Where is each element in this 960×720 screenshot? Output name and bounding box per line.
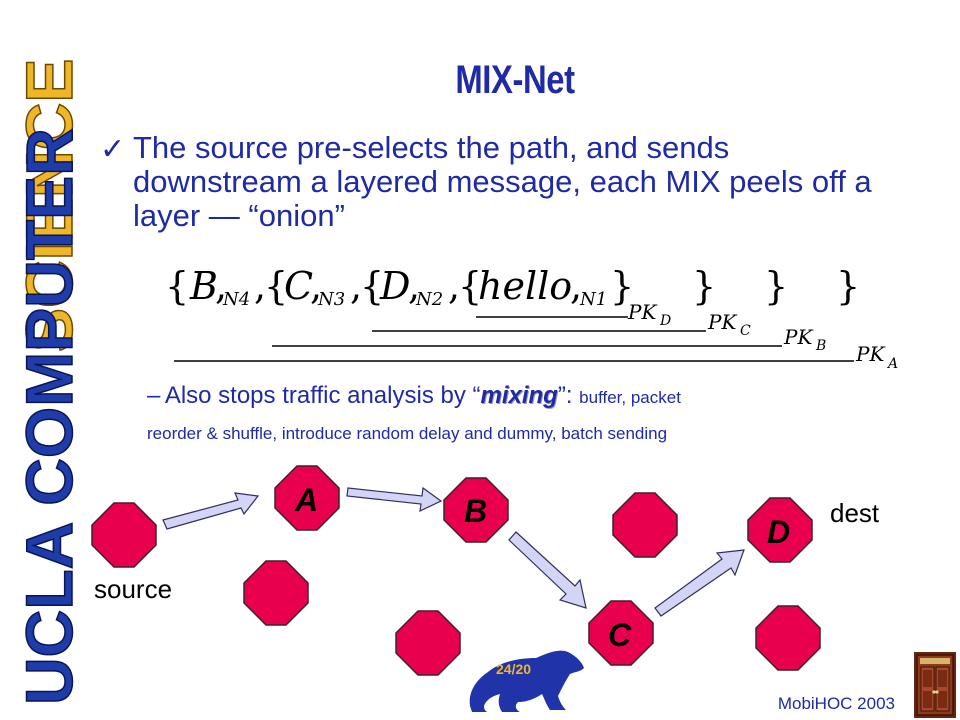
formula-n3: N3 xyxy=(317,289,345,310)
onion-formula: { B , N4 , { C , N3 , { D , N2 , { hello… xyxy=(165,264,898,372)
comma-4: , xyxy=(350,264,362,308)
formula-pk-d: PK xyxy=(627,300,657,324)
brace-close-1: } xyxy=(610,264,634,308)
dest-label: dest xyxy=(830,498,880,528)
formula-hello: hello xyxy=(478,264,572,308)
formula-pk-a-sub: A xyxy=(886,356,898,372)
formula-pk-c-sub: C xyxy=(740,323,751,339)
mix-network-diagram: A B D C xyxy=(91,465,821,676)
node-unused-3 xyxy=(395,610,461,676)
main-bullet-text: The source pre-selects the path, and sen… xyxy=(133,130,872,233)
formula-d: D xyxy=(379,264,410,308)
formula-pk-b: PK xyxy=(783,325,813,349)
arrow-a-to-b xyxy=(346,486,443,513)
source-node xyxy=(91,502,157,568)
brace-open-1: { xyxy=(165,264,189,308)
sidebar-ucla-computer-text: UCLA COMPUTER xyxy=(12,128,86,705)
exit-door-icon[interactable] xyxy=(914,652,956,718)
formula-n4: N4 xyxy=(222,289,250,310)
source-label: source xyxy=(94,574,173,604)
formula-n1: N1 xyxy=(579,289,607,310)
node-d-label: D xyxy=(767,514,790,550)
node-unused-2 xyxy=(243,560,309,626)
brace-close-2: } xyxy=(692,264,716,308)
node-unused-1 xyxy=(612,492,678,558)
slide-title: MIX-Net xyxy=(455,58,575,102)
node-b-label: B xyxy=(464,493,487,529)
sidebar-science-text: SCIENCE xyxy=(12,59,86,352)
sub-bullet-dash: – xyxy=(147,382,161,409)
comma-3: , xyxy=(310,264,322,308)
page-number: 24/20 xyxy=(496,661,531,677)
sub-bullet-close: ”: xyxy=(557,382,580,409)
node-a-label: A xyxy=(294,482,318,518)
formula-pk-a: PK xyxy=(855,342,885,366)
formula-pk-b-sub: B xyxy=(815,338,826,354)
arrow-b-to-c xyxy=(508,531,587,609)
comma-7: , xyxy=(570,264,582,308)
comma-5: , xyxy=(408,264,420,308)
node-unused-4 xyxy=(755,605,821,671)
mixing-term: mixing xyxy=(480,382,558,409)
comma-2: , xyxy=(254,264,266,308)
arrow-c-to-d xyxy=(654,549,745,617)
brace-open-4: { xyxy=(458,264,482,308)
comma-6: , xyxy=(448,264,460,308)
checkmark-icon: ✓ xyxy=(100,132,126,167)
brace-open-3: { xyxy=(360,264,384,308)
sub-bullet-lead: Also stops traffic analysis by “ xyxy=(164,382,481,409)
arrow-source-to-a xyxy=(162,492,260,530)
brace-close-3: } xyxy=(764,264,788,308)
sub-bullet-rest-1: buffer, packet xyxy=(579,388,681,407)
node-c-label: C xyxy=(608,617,632,653)
comma-1: , xyxy=(215,264,227,308)
formula-n2: N2 xyxy=(415,289,443,310)
brace-close-4: } xyxy=(836,264,860,308)
sub-bullet-rest-2: reorder & shuffle, introduce random dela… xyxy=(147,424,668,443)
ucla-computer-science-logo: SCIENCE UCLA COMPUTER xyxy=(11,58,87,706)
formula-b: B xyxy=(189,264,218,308)
brace-open-2: { xyxy=(264,264,288,308)
formula-pk-c: PK xyxy=(707,310,737,334)
formula-pk-d-sub: D xyxy=(659,313,671,329)
sub-bullet: – Also stops traffic analysis by “mixing… xyxy=(147,380,927,452)
conference-footer: MobiHOC 2003 xyxy=(777,694,895,713)
formula-c: C xyxy=(284,264,313,308)
bruin-bear-logo: 24/20 xyxy=(469,650,584,712)
